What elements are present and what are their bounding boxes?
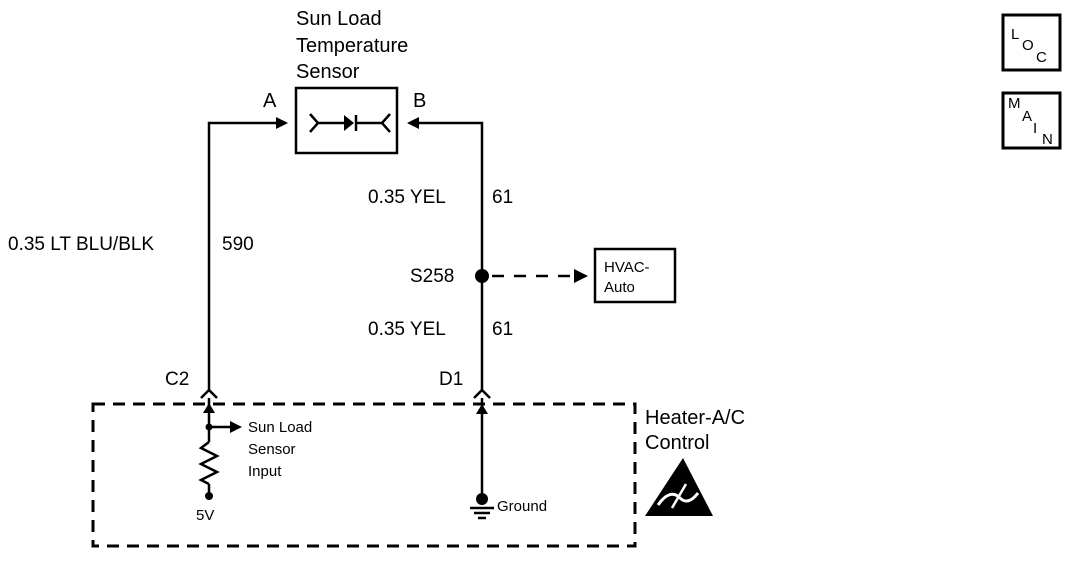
connector-c2-label: C2 (165, 369, 189, 390)
sun-load-input-line-3: Input (248, 463, 282, 480)
wire-b-lower-circuit: 61 (492, 319, 513, 340)
loc-letter-1: L (1011, 26, 1019, 43)
loc-button[interactable]: L O C (1001, 13, 1062, 72)
loc-letter-3: C (1036, 49, 1047, 66)
loc-letter-2: O (1022, 37, 1034, 54)
sensor-title-line-1: Sun Load (296, 8, 382, 30)
connector-d1-symbol (473, 388, 491, 399)
connector-d1-label: D1 (439, 369, 463, 390)
sun-load-input-line-1: Sun Load (248, 419, 312, 436)
wire-b-lower-gauge-color: 0.35 YEL (368, 319, 446, 340)
main-letter-4: N (1042, 131, 1053, 148)
hvac-line-1: HVAC- (604, 259, 650, 276)
wire-circuit-590 (207, 117, 288, 392)
connector-c2-symbol (200, 388, 218, 399)
wire-a-circuit: 590 (222, 234, 254, 255)
ground-label: Ground (497, 498, 547, 515)
module-title-line-2: Control (645, 432, 709, 454)
wire-b-upper-circuit: 61 (492, 187, 513, 208)
pin-b-label: B (413, 90, 426, 112)
esd-warning-icon (645, 458, 713, 516)
main-button[interactable]: M A I N (1001, 91, 1062, 150)
pull-up-resistor (198, 441, 220, 486)
sun-load-sensor (294, 86, 399, 155)
sun-load-input-circuit (198, 398, 242, 500)
splice-label: S258 (410, 266, 454, 287)
ground-circuit (470, 398, 494, 520)
main-letter-1: M (1008, 95, 1021, 112)
sensor-title-line-3: Sensor (296, 61, 360, 83)
wire-b-upper-gauge-color: 0.35 YEL (368, 187, 446, 208)
wire-circuit-61 (407, 117, 484, 392)
main-letter-3: I (1033, 120, 1037, 137)
splice-to-hvac-dashed-line (492, 269, 588, 283)
hvac-auto-box (593, 247, 677, 304)
supply-voltage-label: 5V (196, 507, 214, 524)
main-letter-2: A (1022, 108, 1032, 125)
module-title-line-1: Heater-A/C (645, 407, 745, 429)
sun-load-input-line-2: Sensor (248, 441, 296, 458)
heater-ac-control-module-outline (91, 402, 637, 548)
pin-a-label: A (263, 90, 277, 112)
sensor-title-line-2: Temperature (296, 35, 408, 57)
hvac-line-2: Auto (604, 279, 635, 296)
splice-s258-dot (475, 269, 489, 283)
wire-a-gauge-color: 0.35 LT BLU/BLK (8, 234, 154, 255)
